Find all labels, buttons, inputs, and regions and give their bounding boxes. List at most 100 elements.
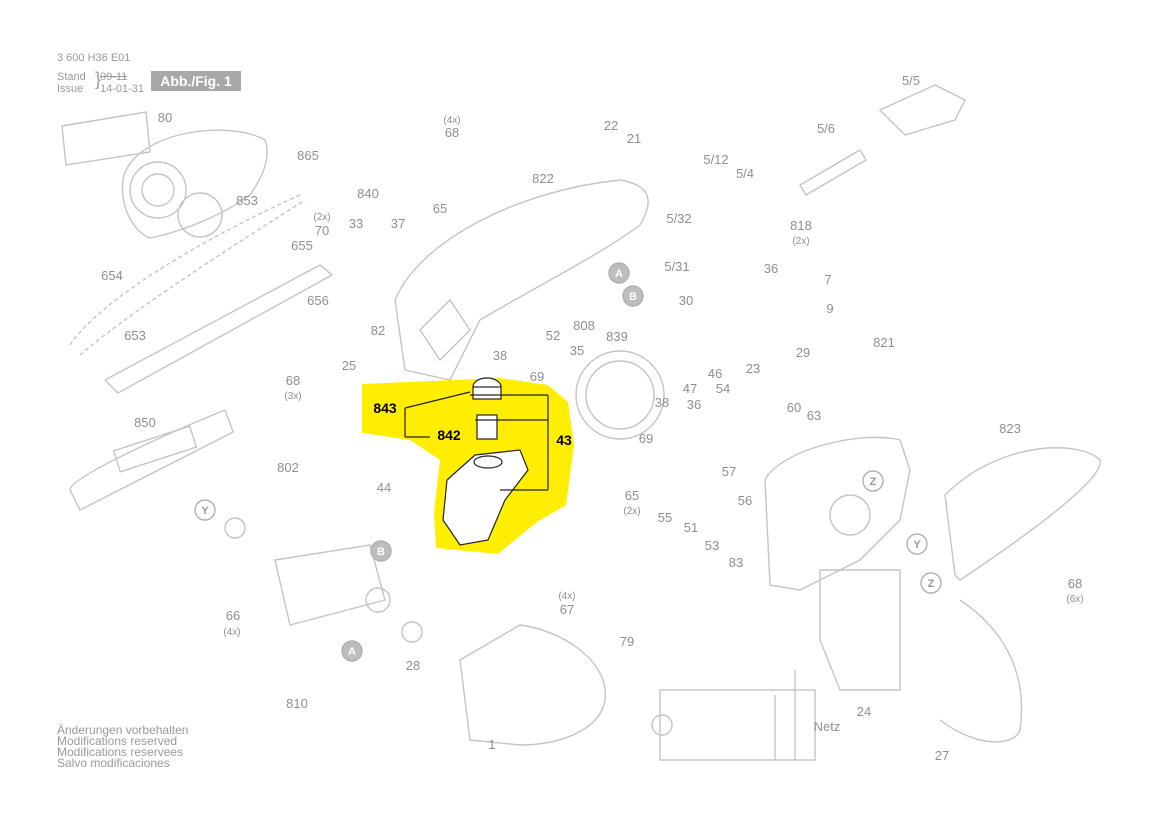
part-label-839: 839 xyxy=(606,329,628,344)
part-label-68b: 68 xyxy=(286,373,300,388)
part-label-67: 67 xyxy=(560,602,574,617)
note-line: Änderungen vorbehalten xyxy=(57,723,189,737)
marker-Z1: Z xyxy=(862,470,884,492)
part-label-38a: 38 xyxy=(493,348,507,363)
part-label-70q: (2x) xyxy=(313,212,330,223)
part-label-69b: 69 xyxy=(639,431,653,446)
part-label-821: 821 xyxy=(873,335,895,350)
part-label-60: 60 xyxy=(787,400,801,415)
part-label-850: 850 xyxy=(134,415,156,430)
figure-badge: Abb./Fig. 1 xyxy=(151,71,241,91)
part-label-654: 654 xyxy=(101,268,123,283)
note-line: Modifications reserved xyxy=(57,734,178,748)
part-label-37: 37 xyxy=(391,216,405,231)
part-label-5_32: 5/32 xyxy=(666,211,691,226)
part-label-5_12: 5/12 xyxy=(703,152,728,167)
marker-Y2: Y xyxy=(906,533,928,555)
part-label-33: 33 xyxy=(349,216,363,231)
part-label-35: 35 xyxy=(570,343,584,358)
issue-label: Issue xyxy=(57,83,84,95)
part-label-7: 7 xyxy=(824,272,831,287)
part-label-656: 656 xyxy=(307,293,329,308)
marker-A2: A xyxy=(341,640,363,662)
marker-label: A xyxy=(615,268,623,280)
part-label-51: 51 xyxy=(684,520,698,535)
part-label-66q: (4x) xyxy=(223,627,240,638)
marker-A1: A xyxy=(608,262,630,284)
part-label-840: 840 xyxy=(357,186,379,201)
part-label-21: 21 xyxy=(627,131,641,146)
highlight-leaders xyxy=(404,391,549,491)
brace: } xyxy=(95,69,102,89)
part-label-65a: 65 xyxy=(433,201,447,216)
marker-label: Y xyxy=(913,539,921,551)
part-label-25: 25 xyxy=(342,358,356,373)
marker-label: A xyxy=(348,646,356,658)
part-label-865: 865 xyxy=(297,148,319,163)
part-label-822: 822 xyxy=(532,171,554,186)
part-label-56: 56 xyxy=(738,493,752,508)
part-label-70: 70 xyxy=(315,223,329,238)
part-label-655: 655 xyxy=(291,238,313,253)
document-number: 3 600 H36 E01 xyxy=(57,52,131,64)
part-label-843: 843 xyxy=(373,400,397,416)
marker-Y1: Y xyxy=(194,499,216,521)
part-label-netz: Netz xyxy=(814,719,841,734)
marker-label: Y xyxy=(201,505,209,517)
part-label-68bq: (3x) xyxy=(284,391,301,402)
part-label-30: 30 xyxy=(679,293,693,308)
part-label-23: 23 xyxy=(746,361,760,376)
part-label-44: 44 xyxy=(377,480,391,495)
part-label-68c: 68 xyxy=(1068,576,1082,591)
oil-tank-assembly xyxy=(442,377,529,546)
part-label-1: 1 xyxy=(488,737,495,752)
part-label-9: 9 xyxy=(826,301,833,316)
part-label-69a: 69 xyxy=(530,369,544,384)
part-label-810: 810 xyxy=(286,696,308,711)
marker-label: Z xyxy=(870,476,877,488)
part-label-22: 22 xyxy=(604,118,618,133)
part-outlines xyxy=(61,84,1101,761)
part-label-842: 842 xyxy=(437,427,461,443)
part-label-36b: 36 xyxy=(687,397,701,412)
part-label-853: 853 xyxy=(236,193,258,208)
footer-notes: Änderungen vorbehalten Modifications res… xyxy=(57,723,189,770)
part-label-823: 823 xyxy=(999,421,1021,436)
part-label-27: 27 xyxy=(935,748,949,763)
part-label-46: 46 xyxy=(708,366,722,381)
stand-date: 09-11 xyxy=(100,71,128,83)
part-label-52: 52 xyxy=(546,328,560,343)
part-label-24: 24 xyxy=(857,704,871,719)
part-label-818: 818 xyxy=(790,218,812,233)
part-label-47: 47 xyxy=(683,381,697,396)
stand-label: Stand xyxy=(57,71,86,83)
part-label-28: 28 xyxy=(406,658,420,673)
part-label-38b: 38 xyxy=(655,395,669,410)
part-label-5_5: 5/5 xyxy=(902,73,920,88)
part-label-63: 63 xyxy=(807,408,821,423)
part-label-5_4: 5/4 xyxy=(736,166,754,181)
part-label-67q: (4x) xyxy=(558,591,575,602)
part-label-55: 55 xyxy=(658,510,672,525)
marker-label: Z xyxy=(928,578,935,590)
issue-date: 14-01-31 xyxy=(100,83,145,95)
part-label-82: 82 xyxy=(371,323,385,338)
part-label-36a: 36 xyxy=(764,261,778,276)
part-label-68aq: (4x) xyxy=(443,115,460,126)
part-label-79: 79 xyxy=(620,634,634,649)
part-label-653: 653 xyxy=(124,328,146,343)
note-line: Salvo modificaciones xyxy=(57,756,170,770)
note-line: Modifications reservees xyxy=(57,745,184,759)
part-label-68cq: (6x) xyxy=(1066,594,1083,605)
marker-Z2: Z xyxy=(920,572,942,594)
part-label-80: 80 xyxy=(158,110,172,125)
part-label-66: 66 xyxy=(226,608,240,623)
part-label-818q: (2x) xyxy=(792,236,809,247)
part-label-5_6: 5/6 xyxy=(817,121,835,136)
part-label-65bq: (2x) xyxy=(623,506,640,517)
part-label-65b: 65 xyxy=(625,488,639,503)
